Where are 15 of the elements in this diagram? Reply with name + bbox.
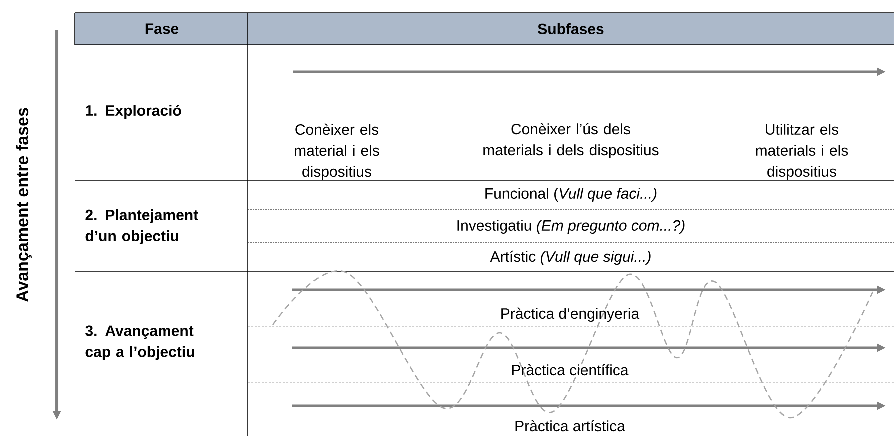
subphase-text: Funcional (Vull que faci...) xyxy=(486,188,657,202)
subphase-text: Utilitzar els materials i els dispositius xyxy=(756,124,848,180)
subphase-text: Investigatiu (Em pregunto com...?) xyxy=(458,220,685,234)
subphase-text: Pràctica científica xyxy=(512,364,629,376)
column-header: Subfases xyxy=(538,23,604,34)
subphase-text: Pràctica artística xyxy=(516,420,626,432)
axis-label: Avançament entre fases xyxy=(16,108,32,302)
subphase-text: Pràctica d’enginyeria xyxy=(502,308,640,322)
subphase-text: Conèixer l’ús dels materials i dels dispositius xyxy=(484,123,659,159)
phase-label: 1. Exploració xyxy=(86,104,182,120)
column-header: Fase xyxy=(146,24,179,34)
phase-label: 2. Plantejament d’un objectiu xyxy=(86,210,198,244)
subphase-text: Artístic (Vull que sigui...) xyxy=(490,250,651,266)
subphase-text: Conèixer els material i els dispositius xyxy=(295,124,380,180)
phase-label: 3. Avançament cap a l’objectiu xyxy=(86,326,194,360)
